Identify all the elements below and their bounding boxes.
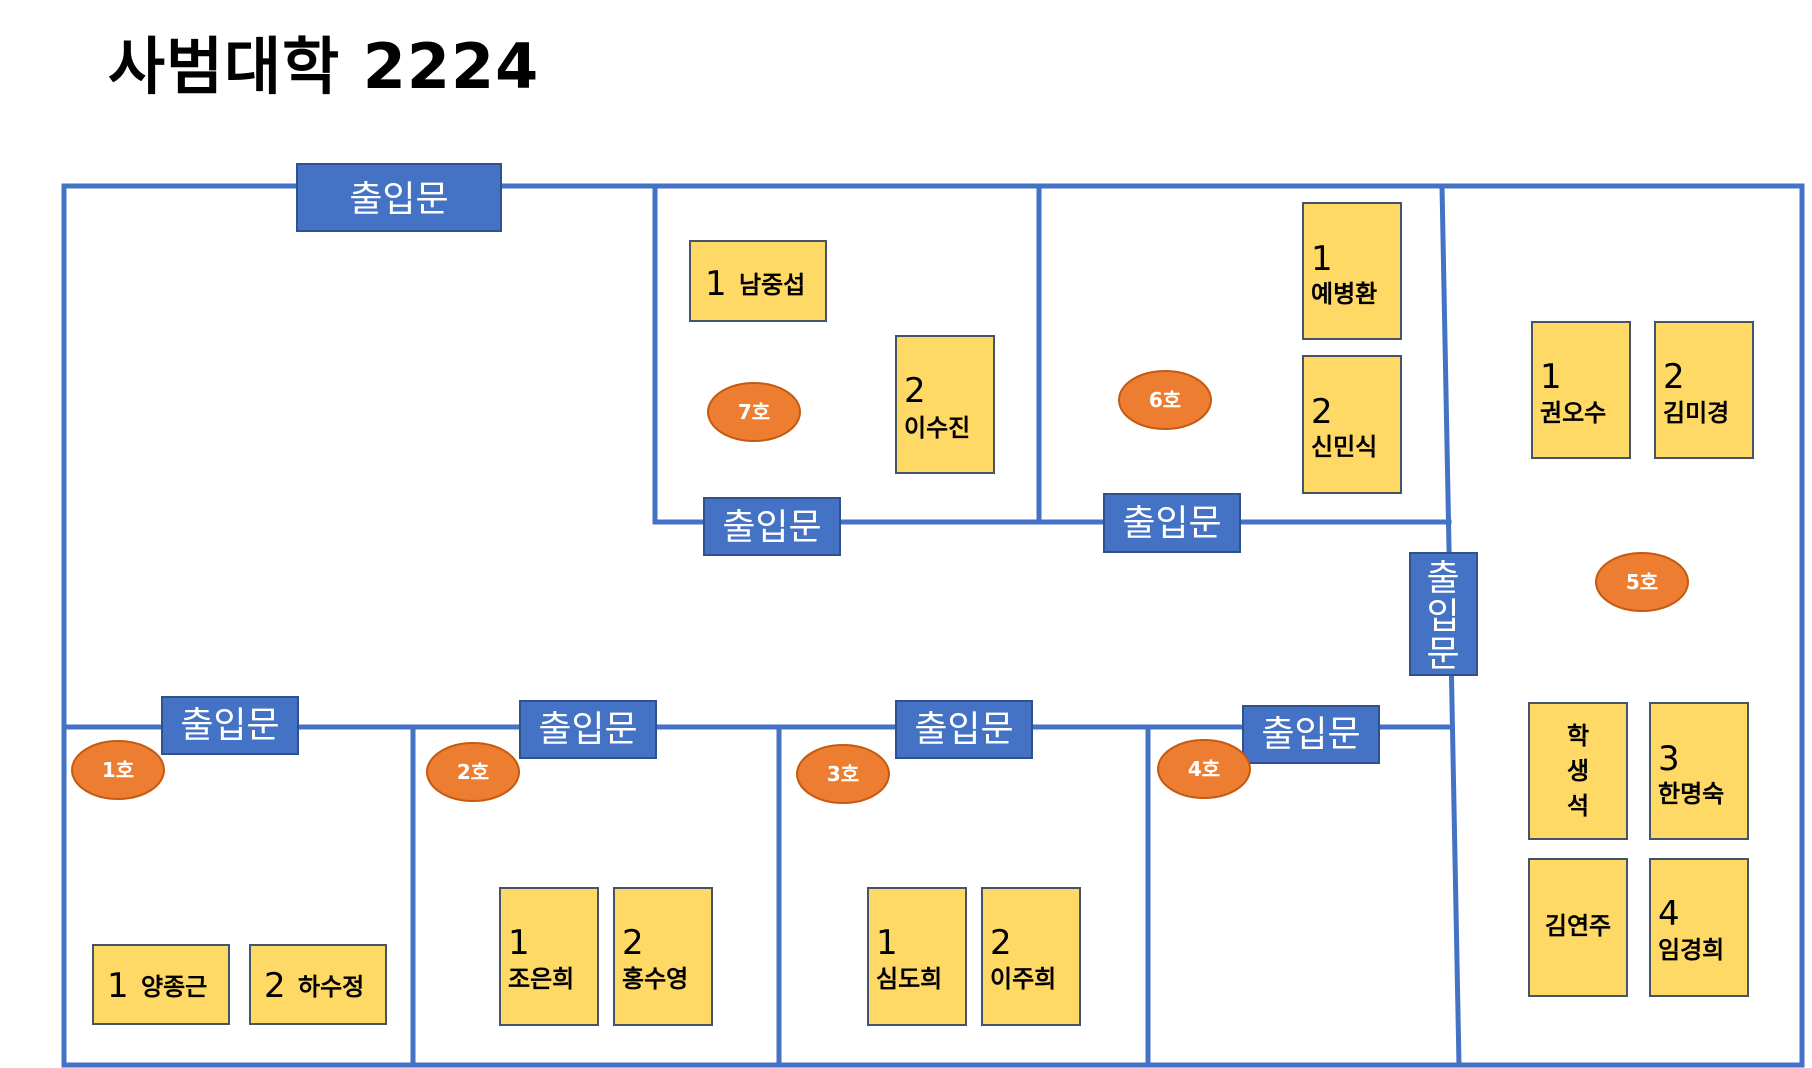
door-main: 출입문 (296, 163, 502, 232)
door-room1: 출입문 (161, 696, 299, 755)
desk-room6-2: 2 신민식 (1302, 355, 1402, 494)
door-room1-label: 출입문 (180, 705, 279, 746)
desk-name: 이주희 (990, 965, 1056, 993)
door-room7: 출입문 (703, 497, 841, 556)
desk-name: 이수진 (904, 414, 970, 442)
room-badge-2: 2호 (426, 742, 520, 802)
desk-room5-1: 1 권오수 (1531, 321, 1631, 459)
desk-name: 양종근 (141, 973, 207, 1001)
desk-room5-student: 학 생 석 (1528, 702, 1628, 840)
desk-room3-1: 1 심도희 (867, 887, 967, 1026)
desk-number: 2 (1311, 392, 1333, 432)
door-room4-label: 출입문 (1261, 714, 1360, 755)
desk-room5-kim: 김연주 (1528, 858, 1628, 997)
door-room7-label: 출입문 (722, 507, 821, 548)
door-room5-char-1: 출 (1426, 558, 1459, 599)
room-badge-7-label: 7호 (738, 400, 770, 424)
room-badge-6-label: 6호 (1149, 388, 1181, 412)
desk-name: 예병환 (1311, 280, 1377, 308)
desk-number: 1 (1540, 357, 1562, 397)
door-room2: 출입문 (519, 700, 657, 759)
desk-room2-2: 2 홍수영 (613, 887, 713, 1026)
desk-room3-2: 2 이주희 (981, 887, 1081, 1026)
page-title: 사범대학 2224 (108, 30, 540, 103)
room-badge-4: 4호 (1157, 739, 1251, 799)
door-room5-char-3: 문 (1426, 634, 1459, 675)
room-badge-1-label: 1호 (102, 758, 134, 782)
door-main-label: 출입문 (349, 179, 448, 220)
desk-name: 신민식 (1311, 433, 1377, 461)
door-room6-label: 출입문 (1122, 503, 1221, 544)
desk-room5-3: 3 한명숙 (1649, 702, 1749, 840)
desk-name-char: 석 (1567, 792, 1589, 820)
room-badge-5: 5호 (1595, 552, 1689, 612)
room-badge-6: 6호 (1118, 370, 1212, 430)
desk-room6-1: 1 예병환 (1302, 202, 1402, 340)
desk-number: 2 (904, 371, 926, 411)
desk-number: 1 (1311, 239, 1333, 279)
desk-name: 김미경 (1663, 399, 1729, 427)
desk-number: 2 (1663, 357, 1685, 397)
door-room2-label: 출입문 (538, 709, 637, 750)
desk-number: 2 (622, 923, 644, 963)
desk-room7-1: 1 남중섭 (689, 240, 827, 322)
desk-name: 한명숙 (1658, 780, 1724, 808)
desk-name-char: 학 (1567, 722, 1589, 750)
desk-name: 조은희 (508, 965, 574, 993)
desk-name: 임경희 (1658, 936, 1724, 964)
desk-number: 4 (1658, 894, 1680, 934)
desk-name: 남중섭 (739, 271, 805, 299)
desk-name: 홍수영 (622, 965, 688, 993)
desk-number: 1 (705, 264, 727, 304)
door-room4: 출입문 (1242, 705, 1380, 764)
door-room3-label: 출입문 (914, 709, 1013, 750)
room-badge-1: 1호 (71, 740, 165, 800)
desk-room2-1: 1 조은희 (499, 887, 599, 1026)
door-room6: 출입문 (1103, 493, 1241, 553)
room-badge-3: 3호 (796, 744, 890, 804)
room-badge-2-label: 2호 (457, 760, 489, 784)
desk-number: 2 (264, 966, 286, 1006)
desk-name: 권오수 (1540, 399, 1606, 427)
desk-name: 심도희 (876, 965, 942, 993)
room-badge-7: 7호 (707, 382, 801, 442)
room-badge-4-label: 4호 (1188, 757, 1220, 781)
desk-number: 1 (508, 923, 530, 963)
desk-number: 3 (1658, 739, 1680, 779)
door-room3: 출입문 (895, 700, 1033, 759)
door-room5: 출입문 출 입 문 (1409, 552, 1478, 676)
desk-room5-4: 4 임경희 (1649, 858, 1749, 997)
room-badge-5-label: 5호 (1626, 570, 1658, 594)
outer-wall (61, 183, 1805, 1068)
desk-room5-2: 2 김미경 (1654, 321, 1754, 459)
room-badge-3-label: 3호 (827, 762, 859, 786)
desk-name-char: 생 (1567, 757, 1589, 785)
desk-number: 1 (876, 923, 898, 963)
desk-room7-2: 2 이수진 (895, 335, 995, 474)
desk-name: 김연주 (1545, 912, 1611, 940)
door-room5-char-2: 입 (1426, 596, 1459, 637)
desk-room1-2: 2 하수정 (249, 944, 387, 1025)
desk-number: 1 (107, 966, 129, 1006)
desk-number: 2 (990, 923, 1012, 963)
desk-room1-1: 1 양종근 (92, 944, 230, 1025)
desk-name: 하수정 (298, 973, 364, 1001)
